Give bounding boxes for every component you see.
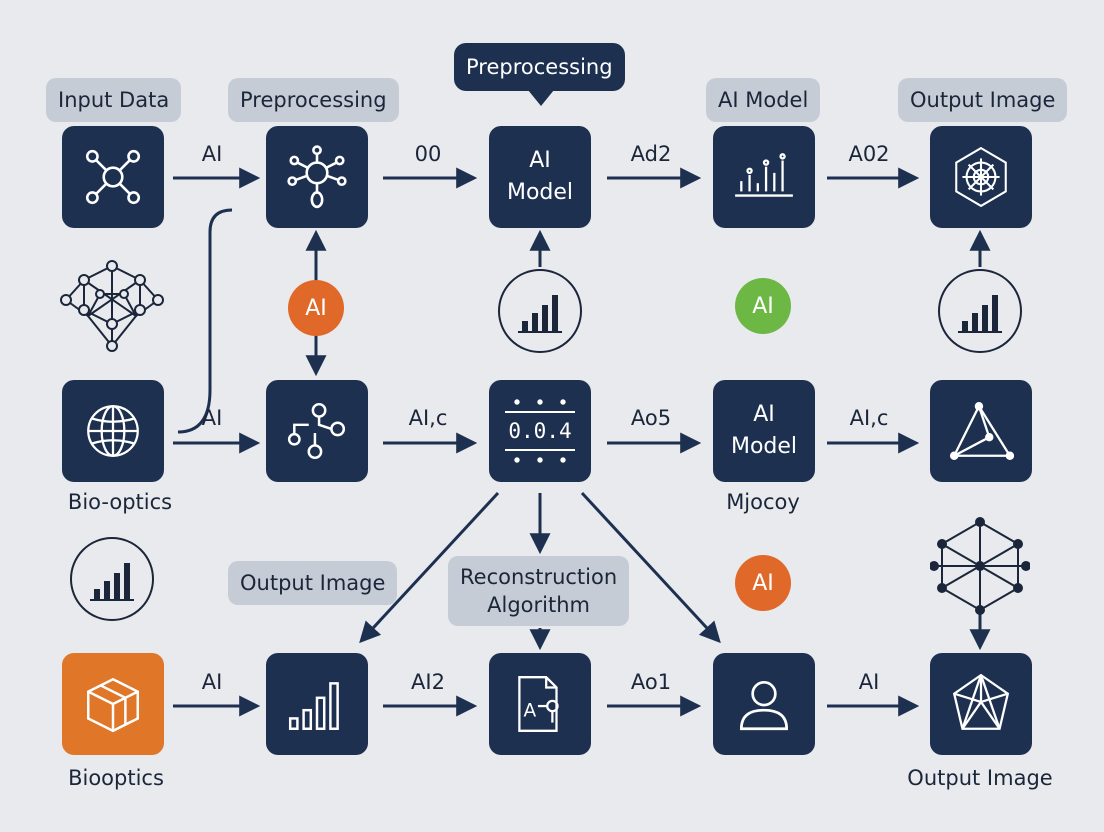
node-output-image-top[interactable] — [930, 126, 1032, 228]
bar-chart-icon — [958, 295, 1002, 333]
edge-label-r2-2: AI,c — [408, 406, 448, 430]
triangle-graph-icon — [949, 402, 1014, 460]
node-counter[interactable]: 0.0.4 — [489, 380, 591, 482]
user-icon — [739, 681, 789, 731]
node-reconstruction[interactable]: A — [489, 653, 591, 755]
ai-model-top-line2: Model — [506, 180, 574, 205]
bar-chart-icon — [518, 295, 562, 333]
bar-chart-icon — [735, 153, 793, 197]
pill-input-data: Input Data — [46, 78, 182, 122]
edge-label-r3-1: AI — [201, 670, 223, 694]
node-middle-flow[interactable] — [266, 380, 368, 482]
edge-left-bracket — [177, 208, 233, 434]
bubble-tail — [528, 90, 554, 106]
edge-counter-to-user — [580, 491, 721, 644]
caption-bio-optics-bottom: Biooptics — [68, 766, 164, 790]
node-ai-model-chart[interactable] — [713, 126, 815, 228]
pill-reconstruction-algorithm: Reconstruction Algorithm — [448, 556, 630, 626]
edge-counter-to-bars — [359, 491, 500, 644]
bar-chart-icon — [90, 563, 134, 601]
edge-label-r1-4: A02 — [848, 142, 890, 166]
node-bio-optics-cube[interactable] — [62, 653, 164, 755]
circle-chart-center — [498, 269, 582, 353]
circle-chart-right — [938, 269, 1022, 353]
circle-chart-left — [70, 537, 154, 621]
svg-text:A: A — [524, 700, 537, 721]
edge-label-r1-2: 00 — [414, 142, 442, 166]
node-output-image-bottom[interactable] — [930, 653, 1032, 755]
pill-preprocessing: Preprocessing — [228, 78, 399, 122]
edge-label-r3-4: AI — [858, 670, 880, 694]
network-icon — [85, 149, 141, 205]
node-user[interactable] — [713, 653, 815, 755]
pill-reconstruction-line2: Algorithm — [487, 593, 591, 617]
edge-label-r2-3: Ao5 — [630, 406, 672, 430]
edge-label-r3-3: Ao1 — [630, 670, 672, 694]
node-ai-model-top[interactable]: AI Model — [489, 126, 591, 228]
document-algorithm-icon: A — [518, 676, 559, 732]
ai-model-top-line1: AI — [529, 148, 551, 173]
ai-model-mid-line2: Model — [730, 434, 798, 459]
edge-label-r1-3: Ad2 — [630, 142, 672, 166]
pill-ai-model: AI Model — [706, 78, 821, 122]
edge-label-r2-4: AI,c — [849, 406, 889, 430]
pill-output-image-top: Output Image — [898, 78, 1068, 122]
node-bio-optics-globe[interactable] — [62, 380, 164, 482]
badge-ai-orange-bottom: AI — [735, 555, 791, 611]
node-preprocessing[interactable] — [266, 126, 368, 228]
cube-icon — [87, 677, 139, 733]
molecule-network-icon — [60, 260, 164, 352]
node-triangle[interactable] — [930, 380, 1032, 482]
node-input-data[interactable] — [62, 126, 164, 228]
hub-network-icon — [287, 145, 347, 209]
badge-ai-orange-left: AI — [288, 280, 344, 336]
hexagon-network-icon — [930, 517, 1030, 615]
counter-value: 0.0.4 — [508, 419, 572, 443]
pill-output-image-mid: Output Image — [228, 561, 398, 605]
node-ai-model-mid[interactable]: AI Model — [713, 380, 815, 482]
bar-chart-icon — [288, 682, 339, 730]
edge-label-r2-1: AI — [201, 406, 223, 430]
edge-label-r3-2: AI2 — [411, 670, 445, 694]
edge-label-r1-1: AI — [201, 142, 223, 166]
globe-icon — [87, 405, 139, 457]
caption-mjocoy: Mjocoy — [726, 490, 800, 514]
ai-model-mid-line1: AI — [753, 402, 775, 427]
caption-output-image-bottom: Output Image — [907, 766, 1053, 790]
counter-frame-icon — [505, 399, 575, 463]
badge-ai-green: AI — [735, 278, 791, 334]
node-flow-icon — [287, 402, 346, 460]
caption-bio-optics-mid: Bio-optics — [67, 490, 173, 514]
spider-web-hexagon-icon — [955, 146, 1007, 208]
pill-reconstruction-line1: Reconstruction — [460, 565, 618, 589]
polyhedron-icon — [952, 673, 1010, 730]
bubble-preprocessing: Preprocessing — [454, 43, 625, 91]
node-output-bars[interactable] — [266, 653, 368, 755]
